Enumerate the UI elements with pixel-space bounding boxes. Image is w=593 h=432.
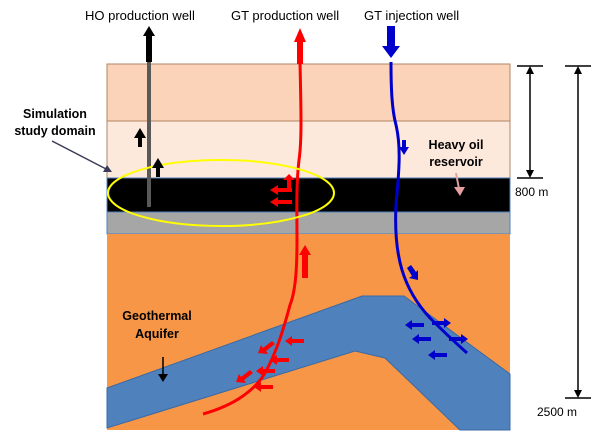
domain-pointer-line [51, 140, 109, 171]
gt-injection-well-label: GT injection well [364, 8, 459, 23]
gt-injection-well [389, 61, 468, 355]
red-arrow-icon [283, 174, 295, 188]
depth-arrow-icon [574, 390, 582, 398]
red-arrow-icon [258, 341, 275, 354]
pointer-arrow-icon [454, 187, 465, 196]
heavy-oil-reservoir-layer [106, 177, 511, 213]
top-sediment-layer [106, 63, 511, 122]
aquifer-label-line2: Aquifer [135, 327, 179, 341]
oil-pointer-line [455, 172, 460, 190]
blue-arrow-icon [412, 334, 431, 344]
gt-production-well-label: GT production well [231, 8, 339, 23]
depth-arrow-icon [574, 66, 582, 74]
red-arrow-icon [254, 382, 273, 392]
red-arrow-icon [270, 197, 292, 207]
aquifer-label-line1: Geothermal [122, 309, 191, 323]
heavy-oil-label-line1: Heavy oil [429, 138, 484, 152]
red-arrow-icon [285, 336, 304, 346]
black-up-arrow-icon [152, 158, 164, 177]
red-arrow-icon [270, 185, 292, 195]
red-arrow-icon [236, 370, 253, 383]
gt-production-arrowhead [294, 28, 306, 64]
pointer-arrow-icon [103, 165, 112, 172]
simulation-domain-label-line2: study domain [14, 124, 95, 138]
pointer-arrow-icon [158, 374, 168, 382]
blue-arrow-icon [428, 350, 447, 360]
gt-injection-arrowhead [382, 26, 400, 58]
blue-arrow-icon [405, 320, 424, 330]
red-arrow-icon [256, 366, 275, 376]
upper-sediment-layer [106, 120, 511, 179]
simulation-domain-ellipse [107, 159, 335, 227]
blue-arrow-icon [399, 140, 409, 155]
red-arrow-icon [270, 355, 289, 365]
ho-well-arrowhead [143, 26, 155, 62]
geothermal-aquifer-band [106, 295, 511, 431]
gt-production-well [202, 61, 303, 416]
depth-arrow-icon [526, 170, 534, 178]
depth-2500-label: 2500 m [537, 405, 577, 419]
blue-arrow-icon [407, 265, 418, 280]
blue-arrow-icon [432, 318, 451, 328]
red-arrow-icon [299, 245, 311, 278]
black-up-arrow-icon [134, 128, 146, 147]
depth-arrow-icon [526, 66, 534, 74]
depth-800-label: 800 m [515, 185, 548, 199]
blue-arrow-icon [449, 334, 468, 344]
heavy-oil-label-line2: reservoir [429, 155, 483, 169]
simulation-domain-label-line1: Simulation [23, 107, 87, 121]
ho-well-label: HO production well [85, 8, 195, 23]
